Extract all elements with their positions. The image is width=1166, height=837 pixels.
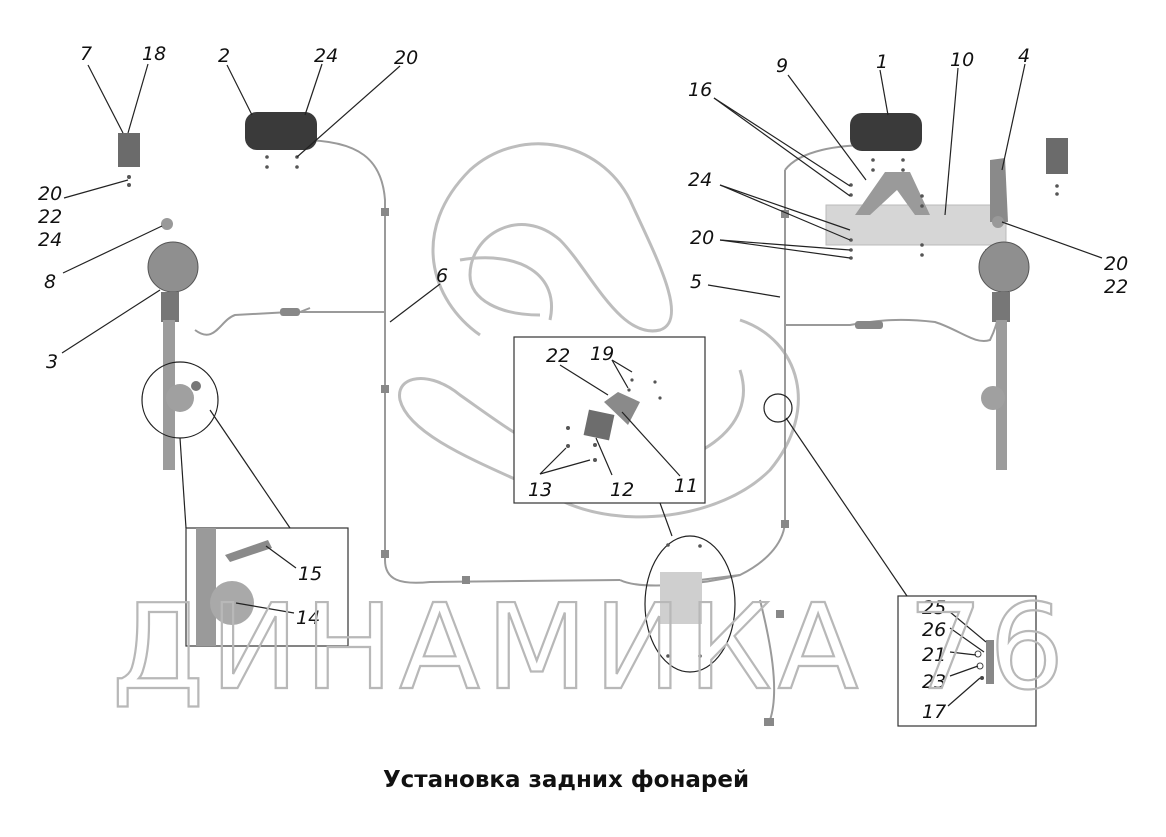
leader-lines <box>61 63 1103 707</box>
callout-labels: 7 18 2 24 20 20 22 24 8 3 1 9 10 4 16 24… <box>38 43 1128 723</box>
callout-12: 12 <box>610 479 634 501</box>
center-detail-frame <box>513 336 706 504</box>
callout-20: 20 <box>690 227 714 249</box>
callout-6: 6 <box>436 265 448 287</box>
callout-26: 26 <box>922 619 946 641</box>
left-rear-lamp-assembly <box>118 112 317 470</box>
callout-24: 24 <box>38 229 62 251</box>
callout-11: 11 <box>674 475 698 497</box>
callout-22: 22 <box>1104 276 1128 298</box>
callout-17: 17 <box>922 701 946 723</box>
callout-19: 19 <box>590 343 614 365</box>
callout-20: 20 <box>1104 253 1128 275</box>
callout-2: 2 <box>218 45 230 67</box>
callout-15: 15 <box>298 563 322 585</box>
holder-9 <box>855 172 930 215</box>
callout-18: 18 <box>142 43 166 65</box>
left-detail-frame <box>179 409 349 647</box>
right-rear-lamp-assembly <box>763 113 1068 470</box>
callout-20: 20 <box>38 183 62 205</box>
callout-3: 3 <box>46 351 58 373</box>
callout-24: 24 <box>688 169 712 191</box>
callout-7: 7 <box>80 43 92 65</box>
right-detail-frame <box>785 417 1037 727</box>
callout-16: 16 <box>688 79 712 101</box>
lamp-part-18 <box>118 133 140 167</box>
callout-14: 14 <box>296 607 320 629</box>
callout-22: 22 <box>546 345 570 367</box>
rear-lamp-2 <box>245 112 317 150</box>
watermark-text: ДИНАМИКА 76 <box>112 578 1070 716</box>
bottom-oval-detail <box>644 502 736 673</box>
callout-8: 8 <box>44 271 56 293</box>
callout-22: 22 <box>38 206 62 228</box>
callout-13: 13 <box>528 479 552 501</box>
callout-5: 5 <box>690 271 702 293</box>
harness-clips <box>280 208 883 726</box>
diagram-title: Установка задних фонарей <box>383 767 749 793</box>
callout-23: 23 <box>922 671 946 693</box>
callout-24: 24 <box>314 45 338 67</box>
callout-21: 21 <box>922 644 946 666</box>
callout-9: 9 <box>776 55 788 77</box>
callout-10: 10 <box>950 49 974 71</box>
rear-lamp-1 <box>850 113 922 151</box>
lamp-3 <box>147 241 199 293</box>
reflector-8 <box>161 218 173 230</box>
callout-20: 20 <box>394 47 418 69</box>
callout-1: 1 <box>876 51 888 73</box>
plate-4 <box>990 158 1008 222</box>
callout-25: 25 <box>922 597 946 619</box>
callout-4: 4 <box>1018 45 1030 67</box>
detail-circle-right <box>763 393 793 423</box>
